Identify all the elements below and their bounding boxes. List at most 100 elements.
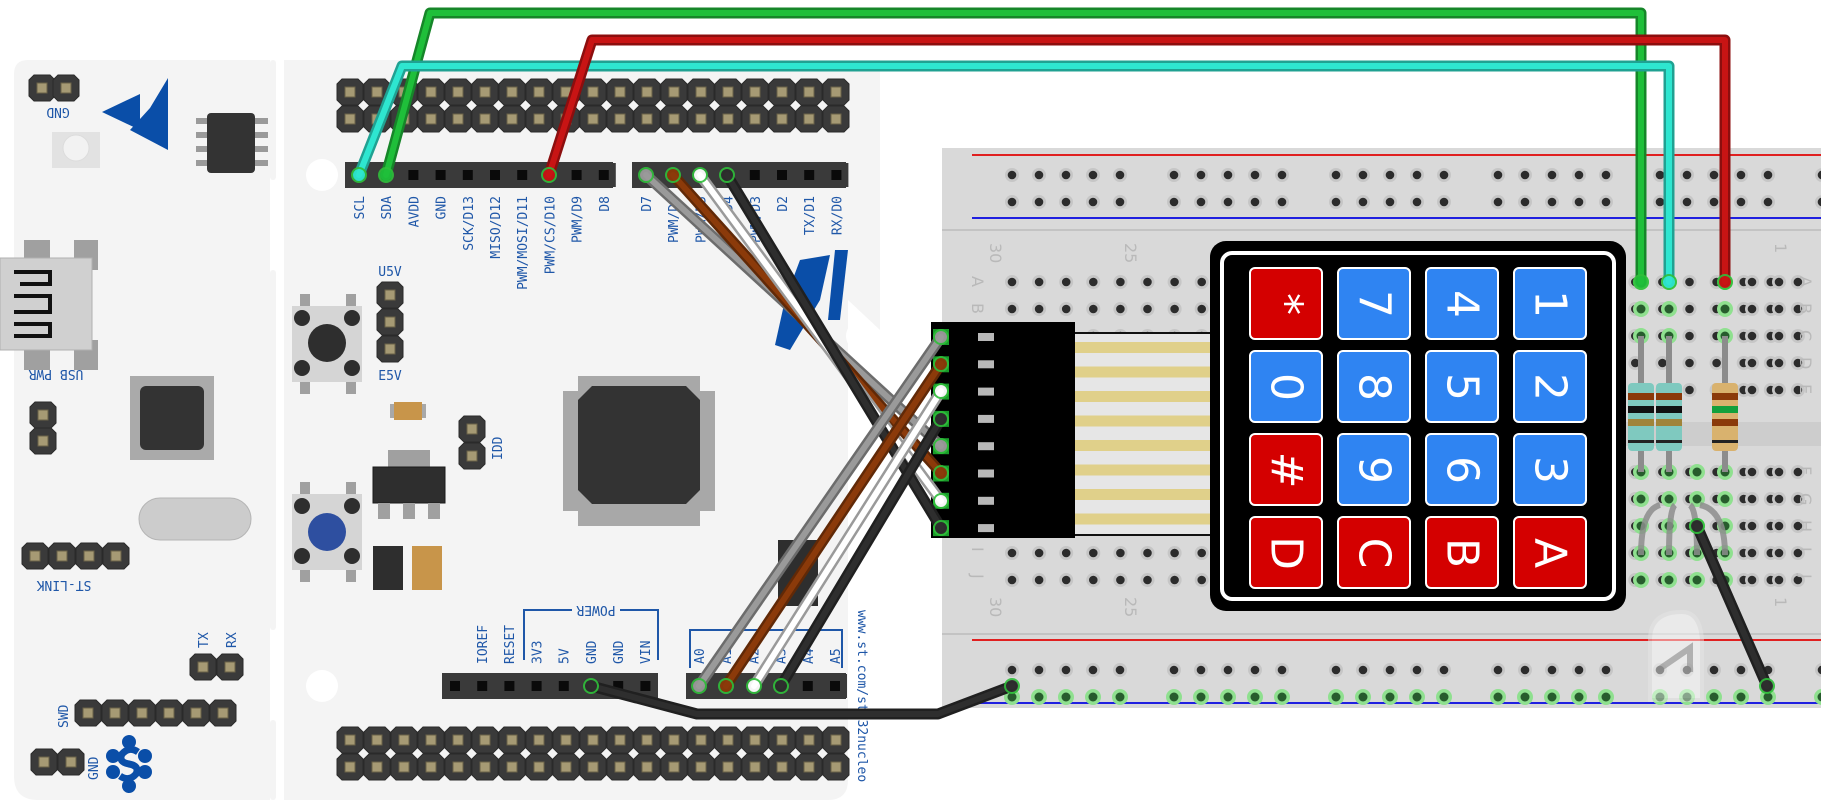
key-4[interactable]: 4 [1425, 267, 1499, 340]
pin-label: PWM/MOSI/D11 [516, 196, 531, 290]
power-header-pin [497, 674, 522, 698]
breadboard-hole [1140, 302, 1155, 316]
rail-hole [1005, 195, 1019, 209]
morpho-pin [606, 726, 634, 754]
rail-hole [1572, 663, 1586, 677]
key-9[interactable]: 9 [1337, 433, 1411, 506]
morpho-pin [795, 726, 823, 754]
rail-hole-connected [1409, 689, 1425, 705]
resistor [1712, 336, 1738, 472]
key-6[interactable]: 6 [1425, 433, 1499, 506]
morpho-pin [795, 105, 823, 133]
rail-hole [1221, 168, 1235, 182]
key-5[interactable]: 5 [1425, 350, 1499, 423]
breadboard-hole [1032, 275, 1047, 289]
breadboard-hole [1005, 546, 1019, 560]
ribbon-wire [1075, 415, 1213, 427]
morpho-pin [363, 753, 391, 781]
rgb-led [1638, 502, 1728, 702]
wire-a1[interactable] [718, 356, 949, 694]
resistor-band [1656, 406, 1682, 413]
wire-scl[interactable] [351, 60, 1677, 290]
rail-hole [1491, 663, 1505, 677]
header-pin-d8 [591, 163, 616, 187]
breadboard-hole [1140, 546, 1155, 560]
key-label: 8 [1349, 373, 1400, 401]
morpho-pin [687, 753, 715, 781]
header-pin-pwm-d3 [742, 163, 767, 187]
breadboard-hole [1745, 519, 1759, 533]
key-#[interactable]: # [1249, 433, 1323, 506]
wire-gnd[interactable] [583, 678, 1020, 720]
row-label: I [1796, 547, 1815, 552]
key-*[interactable]: * [1249, 267, 1323, 340]
key-0[interactable]: 0 [1249, 350, 1323, 423]
morpho-pin [444, 753, 472, 781]
breadboard-hole-connected [1717, 491, 1733, 507]
rail-hole [1734, 168, 1748, 182]
reset-button[interactable] [292, 294, 362, 394]
key-3[interactable]: 3 [1513, 433, 1587, 506]
row-label: G [1796, 493, 1815, 505]
morpho-pin [660, 105, 688, 133]
user-button[interactable] [292, 482, 362, 582]
wire-sda[interactable] [378, 7, 1649, 290]
capacitor [373, 546, 403, 590]
key-label: 7 [1349, 290, 1400, 318]
key-1[interactable]: 1 [1513, 267, 1587, 340]
pin-label: RX/D0 [830, 196, 845, 235]
wire-d10[interactable] [541, 34, 1733, 290]
wire-a2[interactable] [746, 383, 949, 694]
swd-label: SWD [57, 704, 72, 728]
rail-hole [1275, 168, 1289, 182]
key-C[interactable]: C [1337, 516, 1411, 589]
breadboard-hole [1086, 275, 1101, 289]
breadboard-hole [1086, 573, 1101, 587]
morpho-pin [579, 753, 607, 781]
rail-hole [1194, 195, 1208, 209]
rail-hole [1545, 168, 1559, 182]
key-D[interactable]: D [1249, 516, 1323, 589]
key-label: 2 [1525, 373, 1576, 401]
mounting-hole [306, 159, 338, 191]
pin-label: GND [612, 640, 627, 664]
rail-hole [1437, 195, 1451, 209]
key-label: 5 [1437, 373, 1488, 401]
row-label: C [1796, 330, 1815, 341]
morpho-pin [660, 726, 688, 754]
rail-hole [1518, 195, 1532, 209]
key-B[interactable]: B [1425, 516, 1499, 589]
rail-hole [1734, 195, 1748, 209]
breadboard-hole [1113, 275, 1128, 289]
breadboard-hole [1032, 302, 1047, 316]
morpho-pin [552, 726, 580, 754]
wires [351, 7, 1775, 720]
voltage-regulator [372, 450, 446, 519]
key-7[interactable]: 7 [1337, 267, 1411, 340]
key-2[interactable]: 2 [1513, 350, 1587, 423]
key-A[interactable]: A [1513, 516, 1587, 589]
ribbon-wire [1075, 391, 1213, 402]
rail-hole-connected [1517, 689, 1533, 705]
e5v-label: E5V [378, 369, 402, 384]
key-label: * [1261, 293, 1312, 315]
rail-hole [1680, 168, 1694, 182]
pin-label: RESET [503, 625, 518, 664]
connector-contact [978, 442, 994, 451]
key-label: 0 [1261, 373, 1312, 401]
rail-hole [1437, 663, 1451, 677]
morpho-pin [498, 726, 526, 754]
wire-a0[interactable] [691, 329, 949, 694]
key-8[interactable]: 8 [1337, 350, 1411, 423]
rail-hole [1167, 663, 1181, 677]
morpho-pin [525, 726, 553, 754]
breadboard-hole [1682, 329, 1697, 343]
wire-a3[interactable] [773, 411, 949, 694]
breadboard-hole [1772, 465, 1786, 479]
morpho-pin [741, 726, 769, 754]
wire-led-gnd[interactable] [1689, 518, 1775, 694]
rail-hole [1707, 195, 1721, 209]
pin-label: 3V3 [530, 641, 545, 664]
ribbon-wire [1075, 464, 1213, 476]
breadboard-hole [1772, 302, 1786, 316]
